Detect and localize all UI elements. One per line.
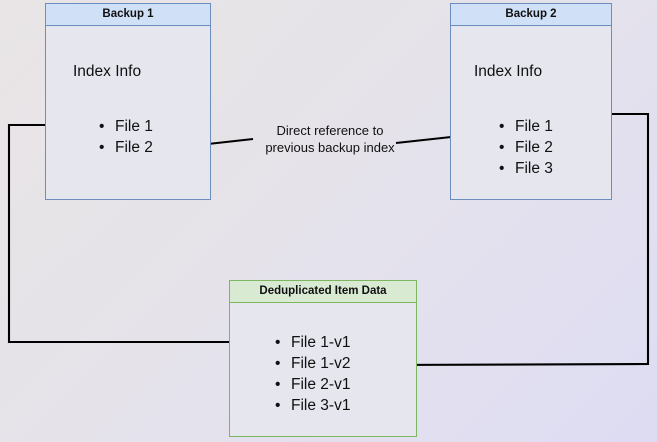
list-item: File 2: [499, 137, 553, 158]
list-item: File 3-v1: [275, 395, 350, 416]
node-backup-1[interactable]: Backup 1 Index Info File 1 File 2: [45, 3, 211, 200]
list-item: File 2: [99, 137, 153, 158]
list-item: File 3: [499, 158, 553, 179]
node-deduplicated-item-data[interactable]: Deduplicated Item Data File 1-v1 File 1-…: [229, 280, 417, 437]
annotation-line-2: previous backup index: [265, 140, 395, 155]
node-backup-1-title: Index Info: [73, 63, 142, 80]
annotation-direct-reference: Direct reference to previous backup inde…: [250, 122, 410, 156]
node-backup-2-item-list: File 1 File 2 File 3: [499, 116, 553, 179]
list-item: File 1: [499, 116, 553, 137]
node-backup-2-body: Index Info File 1 File 2 File 3: [451, 26, 611, 199]
node-backup-2[interactable]: Backup 2 Index Info File 1 File 2 File 3: [450, 3, 612, 200]
list-item: File 2-v1: [275, 374, 350, 395]
node-backup-2-header: Backup 2: [451, 4, 611, 26]
list-item: File 1-v2: [275, 353, 350, 374]
node-deduplicated-item-list: File 1-v1 File 1-v2 File 2-v1 File 3-v1: [275, 332, 350, 416]
node-backup-1-body: Index Info File 1 File 2: [46, 26, 210, 199]
list-item: File 1-v1: [275, 332, 350, 353]
node-backup-2-title: Index Info: [474, 63, 543, 80]
node-backup-1-header: Backup 1: [46, 4, 210, 26]
node-deduplicated-item-data-body: File 1-v1 File 1-v2 File 2-v1 File 3-v1: [230, 303, 416, 436]
list-item: File 1: [99, 116, 153, 137]
annotation-line-1: Direct reference to: [276, 123, 384, 138]
node-deduplicated-item-data-header: Deduplicated Item Data: [230, 281, 416, 303]
node-backup-1-item-list: File 1 File 2: [99, 116, 153, 158]
